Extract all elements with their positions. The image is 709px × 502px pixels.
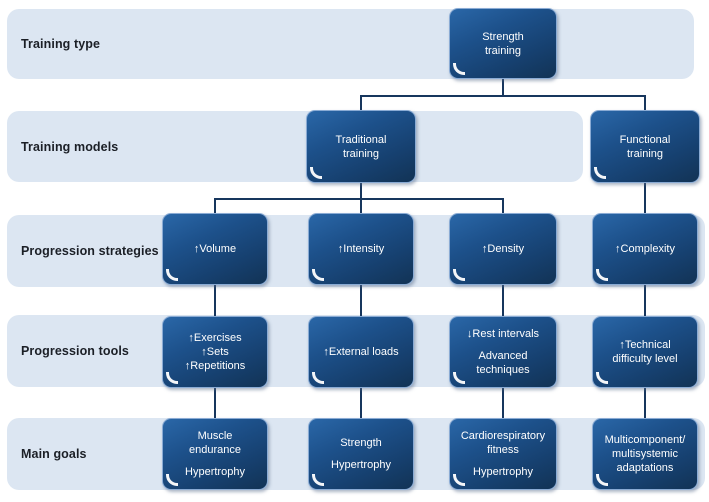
node-text-line: adaptations	[616, 462, 674, 474]
node-text-line: endurance	[189, 444, 241, 456]
node-text-line: training	[484, 44, 522, 57]
connector-rest-cardio	[502, 388, 504, 419]
connector-density-in	[502, 198, 504, 214]
row-label-progression-tools: Progression tools	[21, 344, 129, 358]
node-text-line: ↑External loads	[323, 346, 399, 358]
connector-exercises-muscle	[214, 388, 216, 419]
connector-models-horizontal	[360, 95, 646, 97]
node-text-line: Advanced	[478, 350, 528, 362]
node-text-line: Muscle	[197, 430, 233, 442]
node-strength-training: Strength training	[449, 8, 557, 79]
node-text-line: ↑Volume	[193, 243, 237, 255]
node-exercises-sets-repetitions: ↑Exercises ↑Sets ↑Repetitions	[162, 316, 268, 388]
node-density: ↑Density	[449, 213, 557, 285]
node-text-line: Strength	[482, 30, 524, 43]
node-multicomponent-multisystemic-adaptations: Multicomponent/ multisystemic adaptation…	[592, 418, 698, 490]
connector-strength-down	[502, 78, 504, 96]
connector-intensity-external	[360, 285, 362, 317]
node-text-line: Strength	[340, 437, 382, 449]
connector-functional-in	[644, 95, 646, 111]
node-text-line: Cardiorespiratory	[460, 430, 546, 442]
node-text-line: ↑Exercises	[188, 332, 242, 344]
node-strength-hypertrophy: Strength Hypertrophy	[308, 418, 414, 490]
node-text-line: Hypertrophy	[185, 466, 245, 478]
connector-volume-exercises	[214, 285, 216, 317]
node-text-line: ↑Density	[481, 243, 525, 255]
node-text-line: ↑Intensity	[337, 243, 385, 255]
row-label-training-models: Training models	[21, 139, 119, 154]
node-muscle-endurance-hypertrophy: Muscle endurance Hypertrophy	[162, 418, 268, 490]
connector-technical-multi	[644, 388, 646, 419]
node-volume: ↑Volume	[162, 213, 268, 285]
node-text-line: ↑Complexity	[615, 243, 675, 255]
node-rest-intervals-advanced-techniques: ↓Rest intervals Advanced techniques	[449, 316, 557, 388]
node-text-line: multisystemic	[611, 448, 678, 460]
node-text-line: fitness	[487, 444, 519, 456]
node-intensity: ↑Intensity	[308, 213, 414, 285]
row-label-training-type: Training type	[21, 37, 101, 51]
node-traditional-training: Traditional training	[306, 110, 416, 183]
connector-strategies-horizontal	[214, 198, 504, 200]
connector-density-rest	[502, 285, 504, 317]
node-technical-difficulty-level: ↑Technical difficulty level	[592, 316, 698, 388]
connector-functional-complexity	[644, 182, 646, 214]
row-label-progression-strategies: Progression strategies	[21, 244, 159, 258]
node-text-line: ↑Repetitions	[184, 360, 246, 372]
node-text-line: ↑Technical	[619, 339, 671, 351]
node-text-line: Hypertrophy	[331, 459, 391, 471]
connector-traditional-in	[360, 95, 362, 111]
node-text-line: ↓Rest intervals	[466, 328, 540, 340]
node-text-line: Multicomponent/	[604, 434, 686, 446]
connector-volume-in	[214, 198, 216, 214]
row-band-training-type: Training type	[7, 9, 694, 79]
node-complexity: ↑Complexity	[592, 213, 698, 285]
node-external-loads: ↑External loads	[308, 316, 414, 388]
row-band-training-models: Training models	[7, 111, 583, 182]
row-label-main-goals: Main goals	[21, 447, 87, 461]
node-functional-training: Functional training	[590, 110, 700, 183]
node-text-line: Hypertrophy	[473, 466, 533, 478]
connector-external-strength	[360, 388, 362, 419]
node-text-line: Traditional	[335, 133, 387, 146]
node-cardiorespiratory-fitness-hypertrophy: Cardiorespiratory fitness Hypertrophy	[449, 418, 557, 490]
connector-complexity-technical	[644, 285, 646, 317]
node-text-line: techniques	[476, 364, 530, 376]
node-text-line: training	[342, 147, 380, 160]
node-text-line: ↑Sets	[201, 346, 229, 358]
node-text-line: training	[626, 147, 664, 160]
node-text-line: Functional	[619, 133, 671, 146]
node-text-line: difficulty level	[612, 353, 678, 365]
